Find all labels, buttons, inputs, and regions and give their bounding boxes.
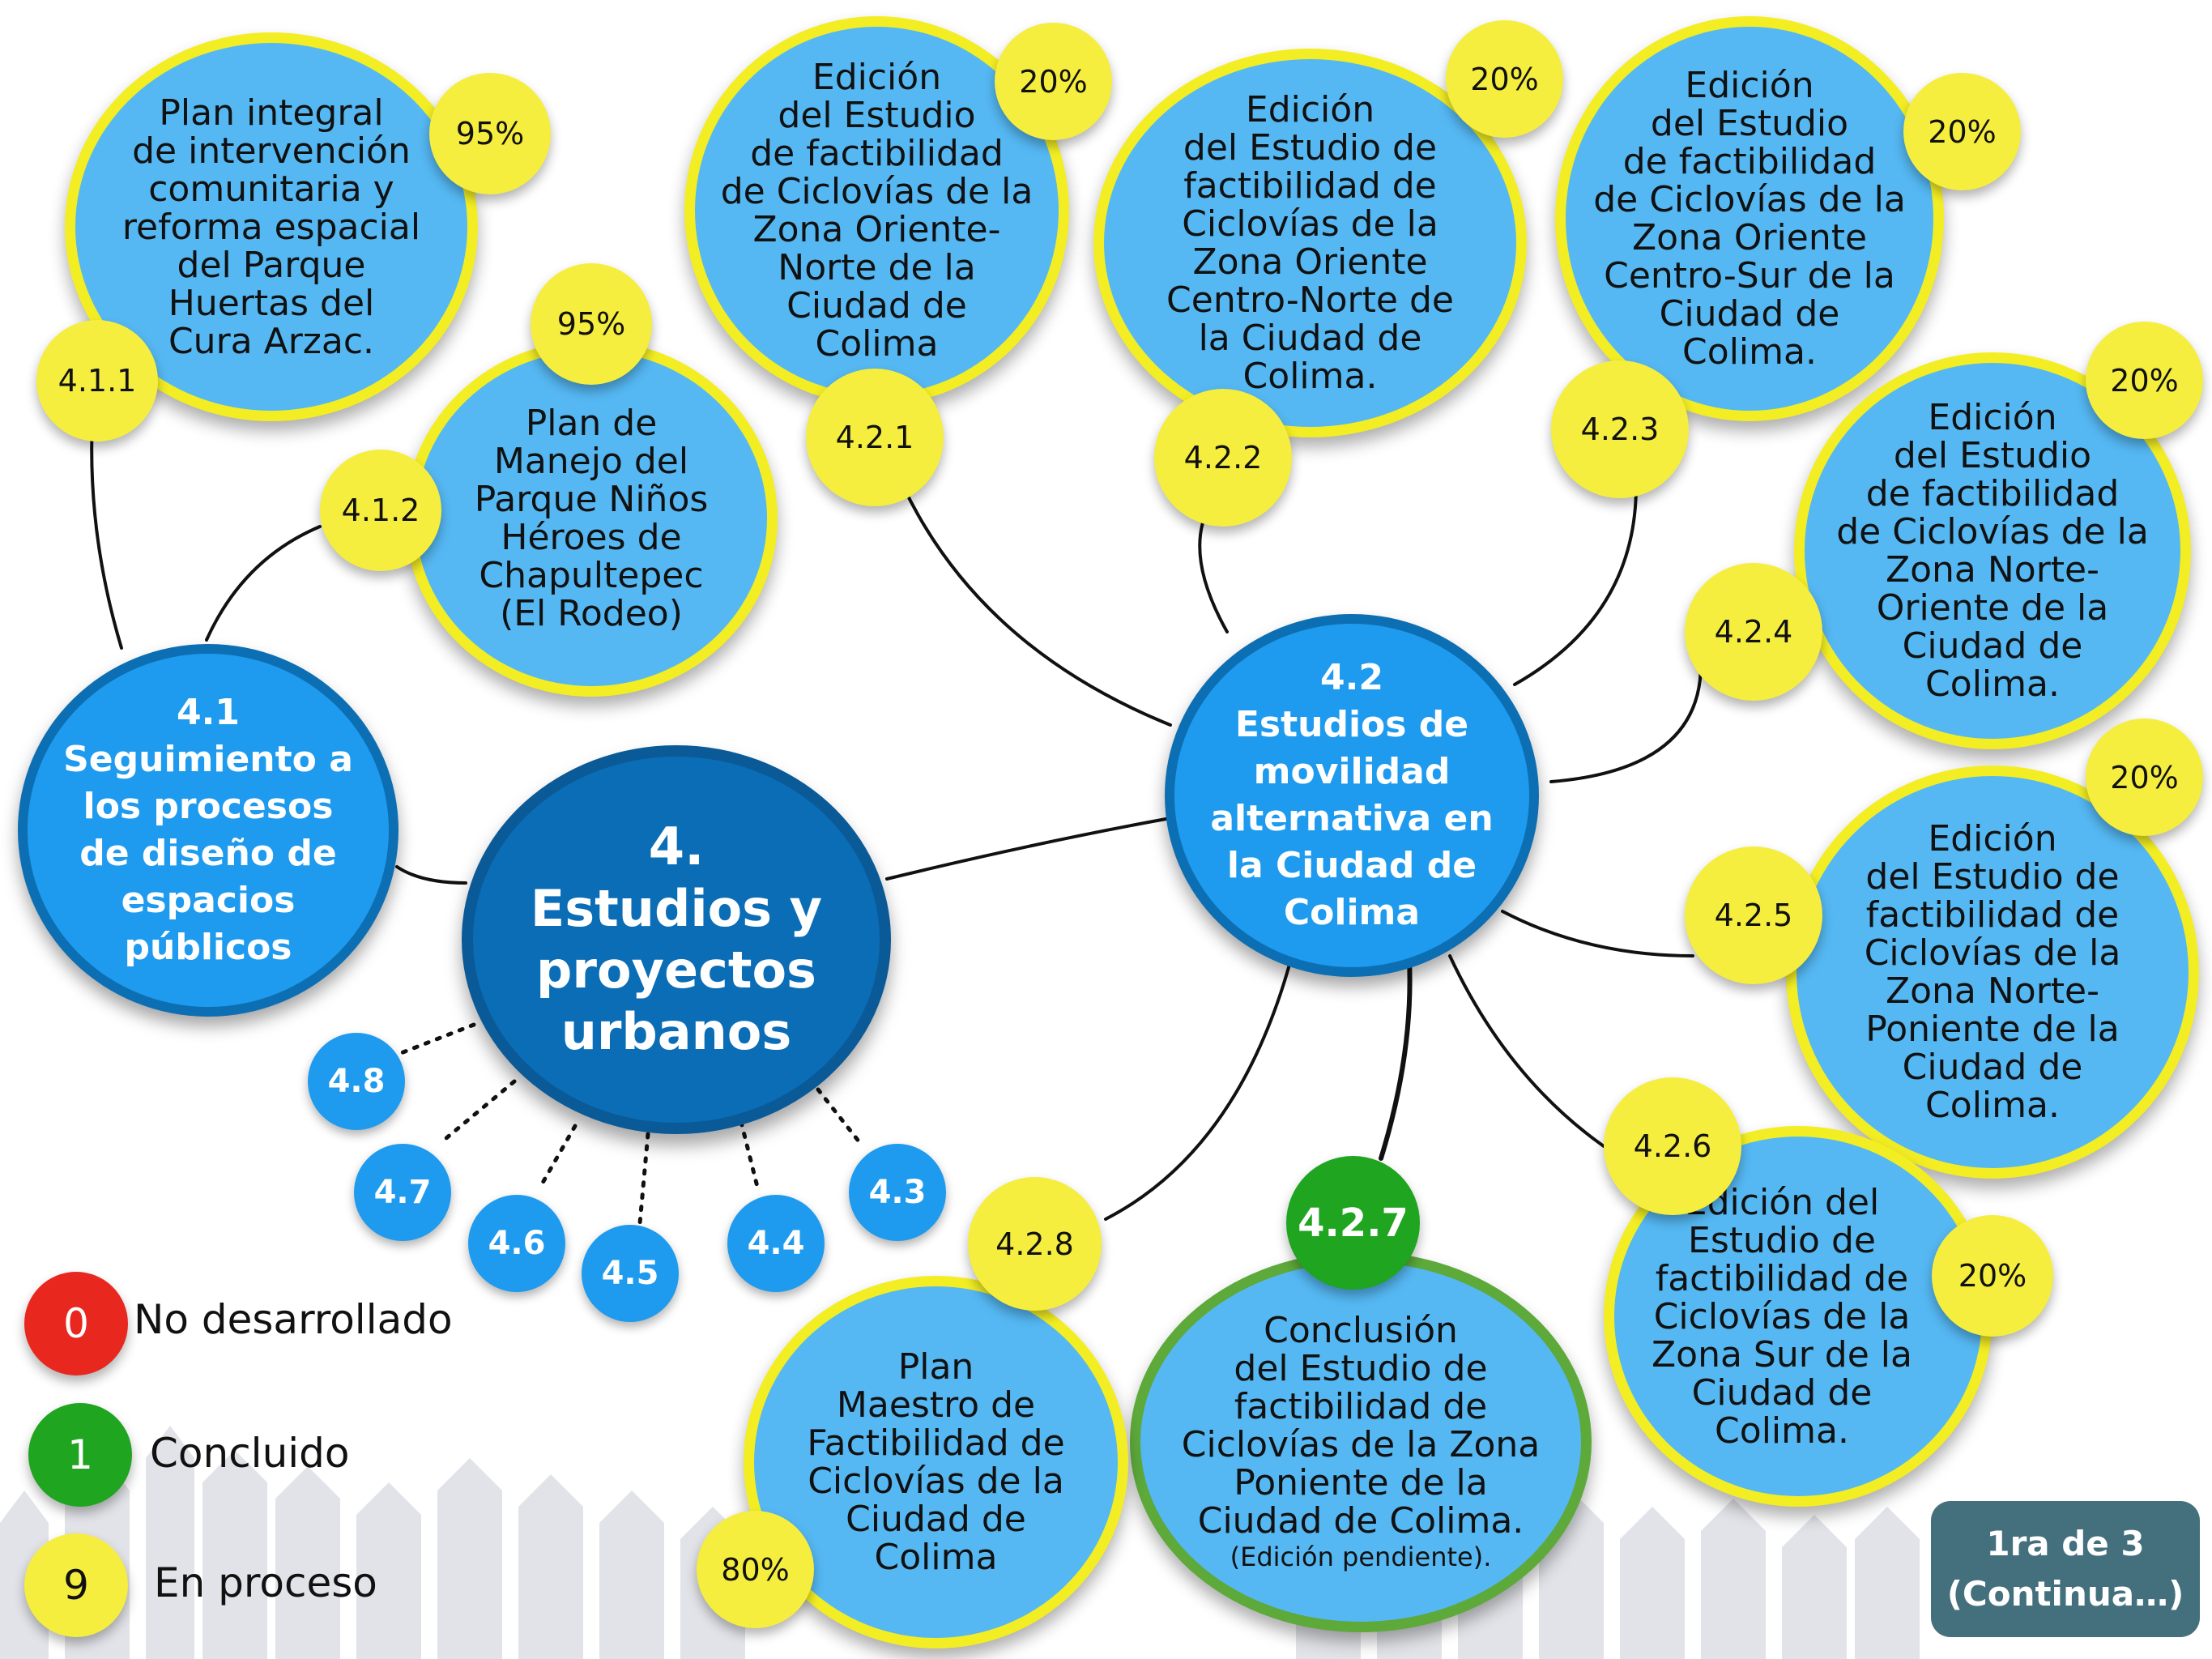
connector-4.2-4.2.1: [901, 484, 1172, 727]
code-badge-4-2-3: 4.2.3: [1551, 360, 1689, 498]
code-badge-4-2-5: 4.2.5: [1685, 847, 1822, 984]
leaf-text: Edición del Estudio de factibilidad de C…: [1864, 818, 2121, 1126]
small-node-4-7[interactable]: 4.7: [354, 1144, 451, 1241]
leaf-text: Conclusión del Estudio de factibilidad d…: [1181, 1310, 1541, 1542]
subtopic-number: 4.2: [1320, 657, 1383, 698]
connector-4.2-4.2.2: [1198, 521, 1229, 633]
leaf-text: Edición del Estudio de factibilidad de C…: [1836, 397, 2149, 705]
subtopic-title: Seguimiento a los procesos de diseño de …: [63, 739, 353, 968]
dots-4.7: [439, 1079, 517, 1145]
leaf-text: Edición del Estudio de factibilidad de C…: [1593, 65, 1906, 373]
percent-badge-4-2-3: 20%: [1903, 73, 2021, 190]
main-topic-number: 4.: [648, 817, 705, 877]
dots-4.4: [739, 1120, 760, 1189]
dots-4.3: [816, 1087, 865, 1149]
legend-count-in-process: 9: [24, 1533, 128, 1637]
leaf-note: (Edición pendiente).: [1230, 1542, 1492, 1572]
main-topic-node[interactable]: 4. Estudios y proyectos urbanos: [462, 745, 891, 1134]
leaf-text: Plan Maestro de Factibilidad de Ciclovía…: [807, 1346, 1065, 1578]
connector-4.2-4.2.3: [1513, 484, 1638, 686]
leaf-text: Plan integral de intervención comunitari…: [121, 92, 421, 362]
leaf-text: Edición del Estudio de factibilidad de C…: [1652, 1181, 1912, 1452]
code-badge-4-2-4: 4.2.4: [1685, 563, 1822, 701]
leaf-text: Plan de Manejo del Parque Niños Héroes d…: [474, 403, 709, 634]
percent-badge-4-2-6: 20%: [1932, 1215, 2053, 1337]
leaf-node-4-2-2[interactable]: Edición del Estudio de factibilidad de C…: [1093, 49, 1527, 437]
legend-label-in-process: En proceso: [154, 1559, 377, 1606]
connector-4.1-4.1.2: [205, 525, 322, 642]
connector-4.2-4.2.4: [1549, 663, 1703, 783]
percent-badge-4-2-1: 20%: [995, 23, 1112, 140]
leaf-node-4-2-8[interactable]: Plan Maestro de Factibilidad de Ciclovía…: [744, 1276, 1128, 1648]
small-node-4-5[interactable]: 4.5: [582, 1225, 679, 1322]
percent-badge-4-2-2: 20%: [1446, 20, 1563, 138]
connector-4.1-4.1.1: [90, 403, 123, 650]
percent-badge-4-2-8: 80%: [697, 1511, 814, 1628]
small-node-4-3[interactable]: 4.3: [849, 1144, 946, 1241]
connector-main-4.2: [885, 817, 1172, 881]
code-badge-4-2-2: 4.2.2: [1154, 389, 1292, 527]
page-indicator-line2: (Continua…): [1946, 1574, 2184, 1614]
connector-4.2-4.2.7: [1379, 957, 1413, 1161]
subtopic-title: Estudios de movilidad alternativa en la …: [1210, 704, 1494, 933]
small-node-4-8[interactable]: 4.8: [308, 1033, 405, 1130]
percent-badge-4-2-5: 20%: [2086, 719, 2203, 836]
percent-badge-4-2-4: 20%: [2086, 322, 2203, 439]
legend-label-not-developed: No desarrollado: [134, 1296, 453, 1343]
leaf-node-4-2-7[interactable]: Conclusión del Estudio de factibilidad d…: [1130, 1252, 1592, 1632]
subtopic-node-4-1[interactable]: 4.1 Seguimiento a los procesos de diseño…: [18, 644, 399, 1017]
subtopic-node-4-2[interactable]: 4.2 Estudios de movilidad alternativa en…: [1165, 614, 1539, 977]
page-indicator[interactable]: 1ra de 3 (Continua…): [1931, 1501, 2200, 1637]
connector-4.2-4.2.6: [1448, 954, 1605, 1148]
leaf-node-4-1-2[interactable]: Plan de Manejo del Parque Niños Héroes d…: [405, 340, 778, 697]
dots-4.8: [399, 1022, 476, 1056]
leaf-text: Edición del Estudio de factibilidad de C…: [720, 57, 1034, 365]
percent-badge-4-1-1: 95%: [429, 73, 551, 194]
code-badge-4-2-6: 4.2.6: [1604, 1077, 1741, 1215]
connector-4.2-4.2.8: [1104, 954, 1294, 1221]
connector-4.2-4.2.5: [1501, 910, 1694, 957]
leaf-text: Edición del Estudio de factibilidad de C…: [1166, 89, 1454, 397]
dots-4.6: [540, 1124, 578, 1185]
code-badge-4-2-1: 4.2.1: [806, 369, 944, 506]
connector-main-4.1: [395, 865, 467, 885]
legend-count-concluded: 1: [28, 1403, 132, 1507]
percent-badge-4-1-2: 95%: [531, 263, 652, 385]
legend-count-not-developed: 0: [24, 1272, 128, 1375]
dots-4.5: [637, 1132, 650, 1226]
small-node-4-4[interactable]: 4.4: [727, 1195, 825, 1292]
page-indicator-line1: 1ra de 3: [1986, 1524, 2145, 1563]
code-badge-4-2-8: 4.2.8: [968, 1177, 1102, 1311]
subtopic-number: 4.1: [177, 692, 240, 733]
legend-label-concluded: Concluido: [150, 1430, 350, 1477]
main-topic-title: Estudios y proyectos urbanos: [530, 879, 823, 1061]
code-badge-4-1-1: 4.1.1: [36, 320, 158, 441]
code-badge-4-1-2: 4.1.2: [320, 450, 441, 571]
small-node-4-6[interactable]: 4.6: [468, 1195, 565, 1292]
code-badge-4-2-7: 4.2.7: [1286, 1156, 1420, 1290]
